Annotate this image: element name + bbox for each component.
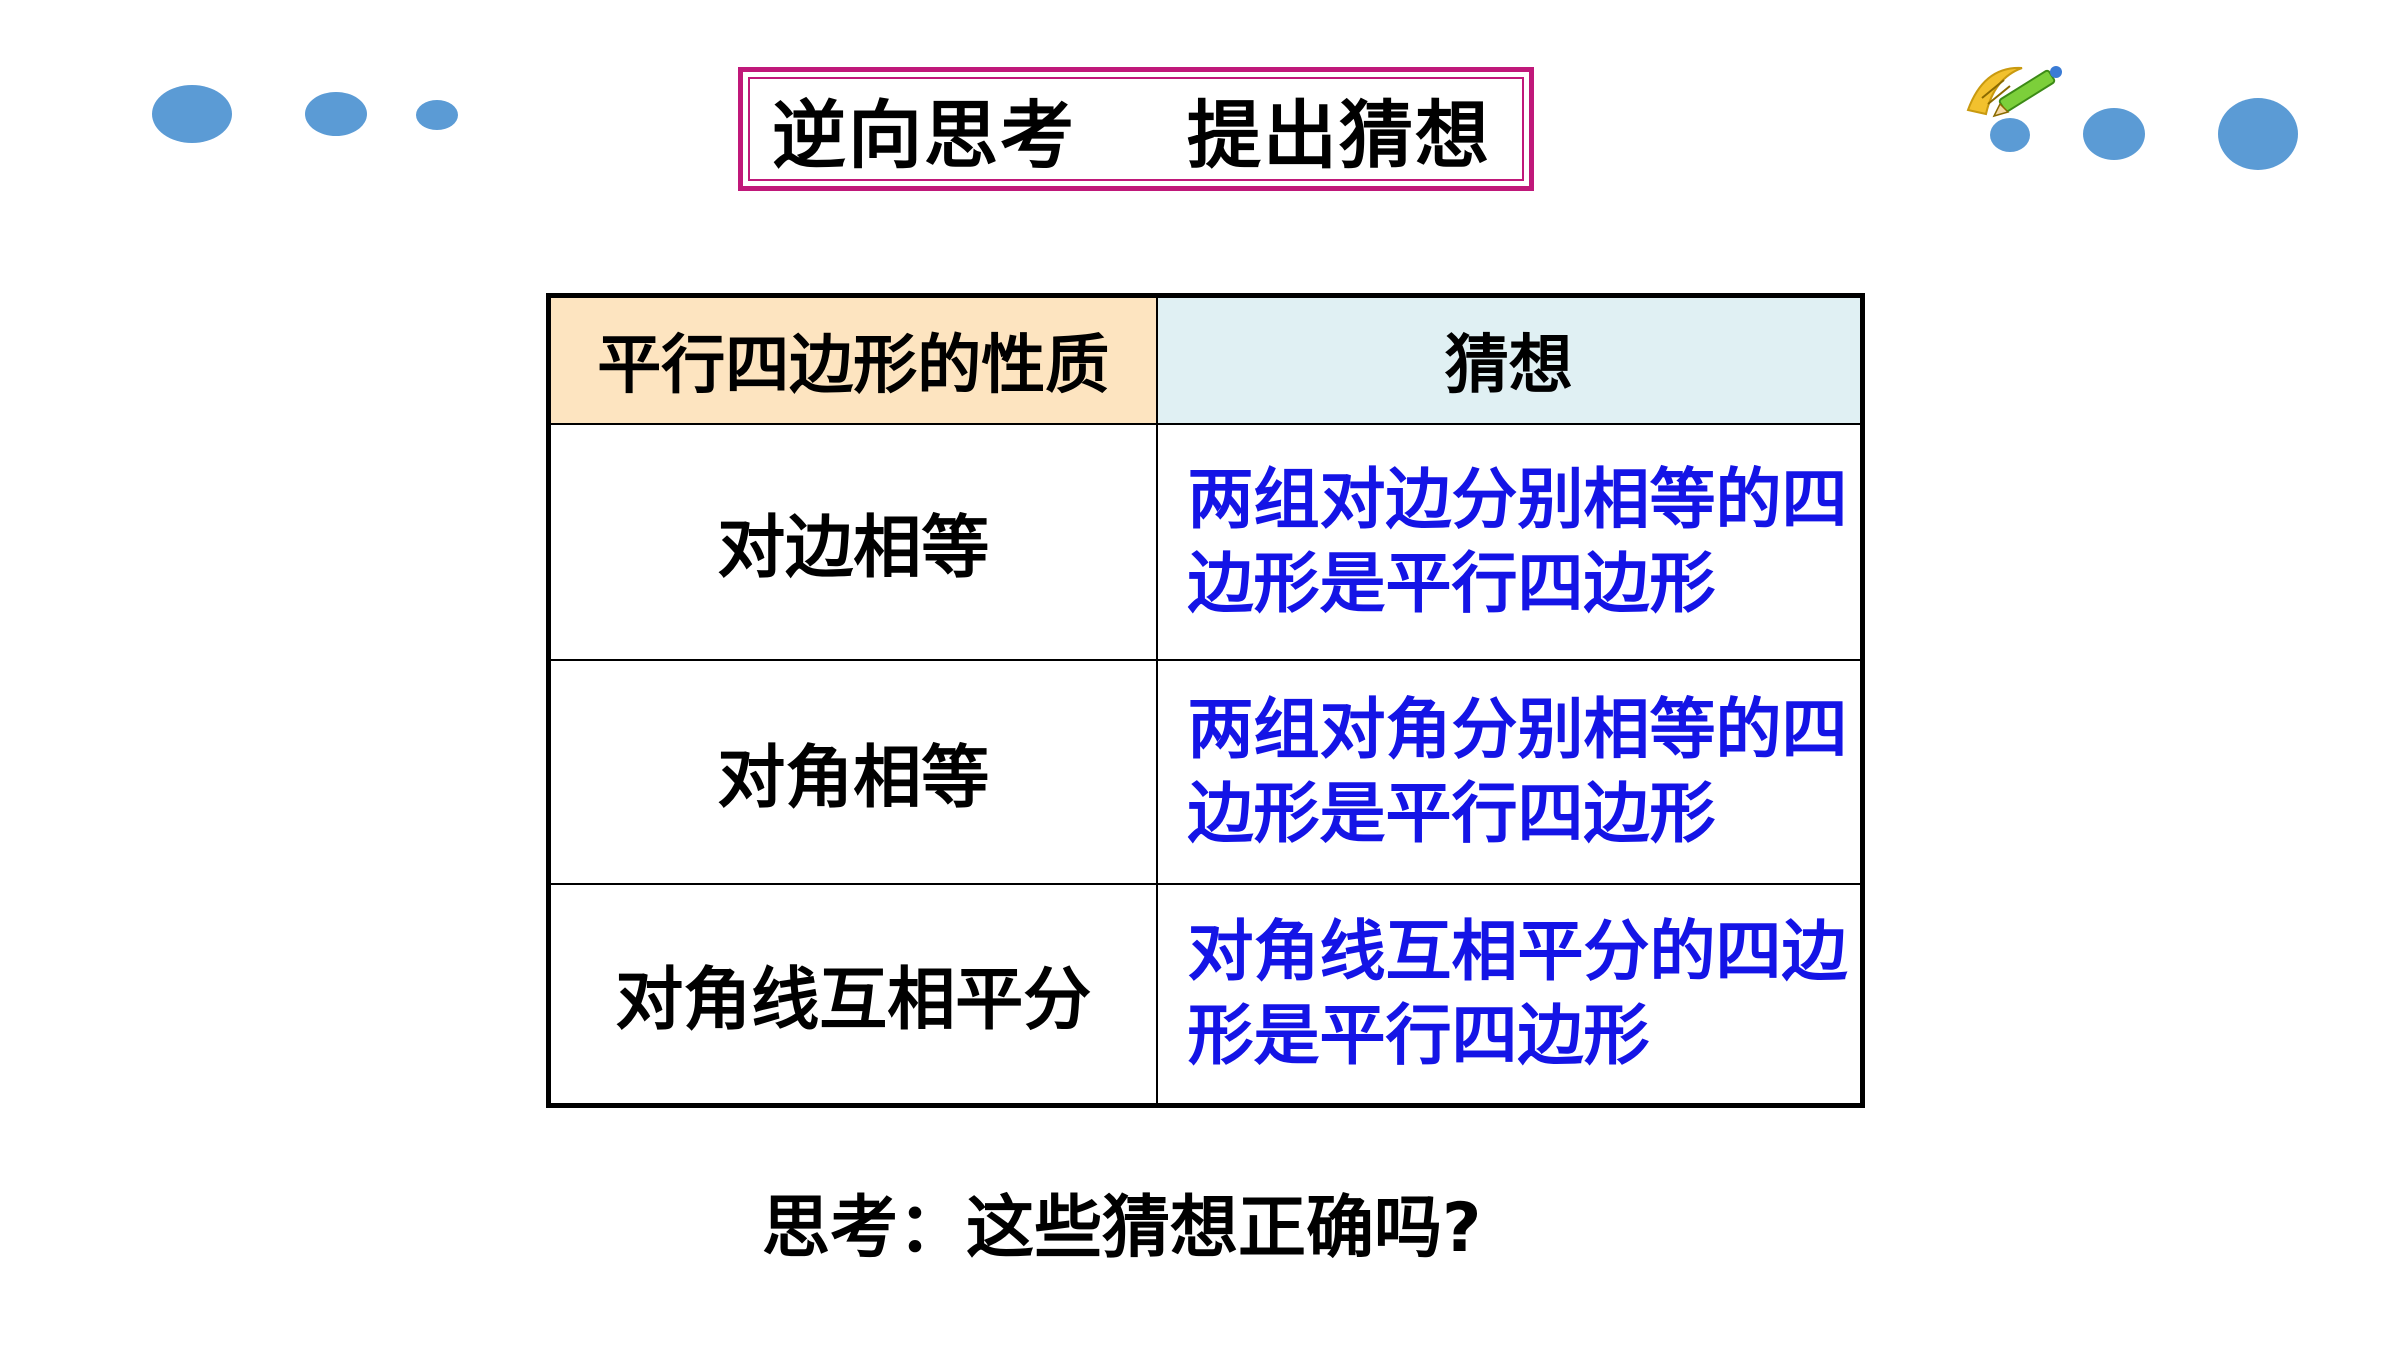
decor-dot (305, 92, 367, 136)
pencil-ruler-icon (1966, 66, 2062, 118)
decor-dot (1990, 118, 2030, 152)
table-row: 对角相等 两组对角分别相等的四边形是平行四边形 (547, 658, 1864, 885)
property-cell: 对角相等 (547, 658, 1158, 885)
page-title: 逆向思考 提出猜想 (748, 77, 1524, 181)
property-cell: 对边相等 (547, 422, 1158, 661)
table-row: 对角线互相平分 对角线互相平分的四边形是平行四边形 (547, 882, 1864, 1107)
property-conjecture-table: 平行四边形的性质 猜想 对边相等 两组对边分别相等的四边形是平行四边形 对角相等… (546, 293, 1865, 1108)
header-conjecture: 猜想 (1155, 294, 1864, 425)
property-cell: 对角线互相平分 (547, 882, 1158, 1107)
conjecture-cell: 对角线互相平分的四边形是平行四边形 (1155, 882, 1864, 1107)
decor-dot (2218, 98, 2298, 170)
table-row: 对边相等 两组对边分别相等的四边形是平行四边形 (547, 422, 1864, 661)
decor-dot (152, 85, 232, 143)
header-property: 平行四边形的性质 (547, 294, 1158, 425)
decor-dot (416, 100, 458, 130)
conjecture-cell: 两组对边分别相等的四边形是平行四边形 (1155, 422, 1864, 661)
decor-dot (2083, 108, 2145, 160)
conjecture-cell: 两组对角分别相等的四边形是平行四边形 (1155, 658, 1864, 885)
reflection-question: 思考：这些猜想正确吗? (762, 1189, 1482, 1268)
table-header-row: 平行四边形的性质 猜想 (547, 294, 1864, 425)
title-frame: 逆向思考 提出猜想 (738, 67, 1534, 191)
